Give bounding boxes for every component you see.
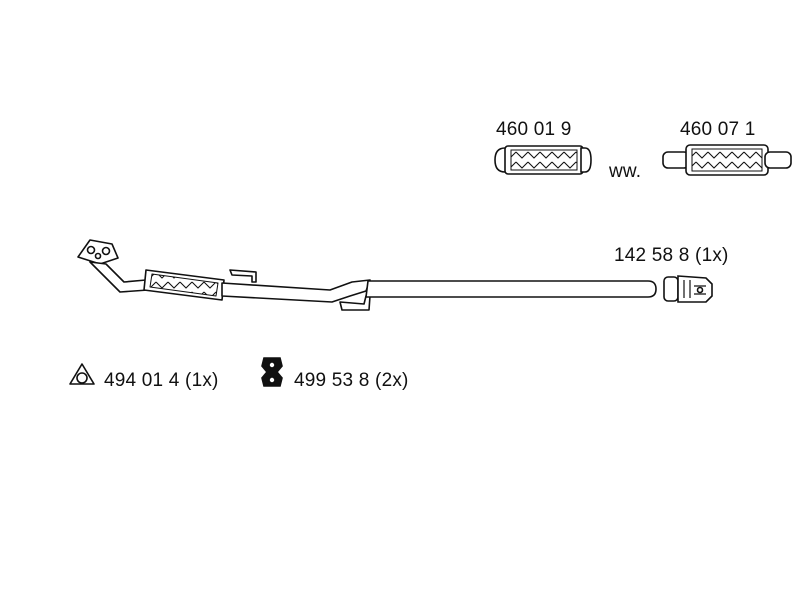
part-number-499538: 499 53 8 (2x) (294, 370, 409, 391)
part-number-460019: 460 01 9 (496, 119, 572, 140)
part-number-494014: 494 01 4 (1x) (104, 370, 219, 391)
flex-pipe-460071-drawing (662, 144, 792, 176)
part-number-460071: 460 07 1 (680, 119, 756, 140)
alternative-label: ww. (609, 161, 642, 182)
gasket-494014-icon (69, 363, 95, 385)
clamp-142588-drawing (663, 275, 713, 303)
flex-pipe-460019-drawing (494, 145, 592, 175)
front-exhaust-pipe-drawing (77, 239, 657, 311)
rubber-mount-499538-icon (261, 357, 283, 387)
part-number-142588: 142 58 8 (1x) (614, 245, 729, 266)
